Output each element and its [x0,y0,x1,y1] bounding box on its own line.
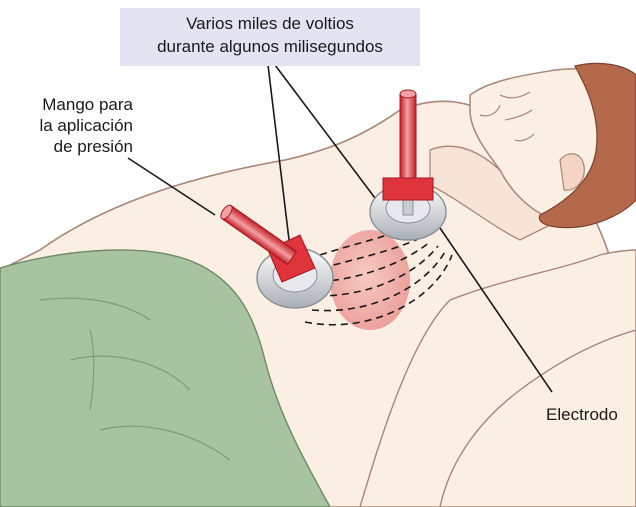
handle-label: Mango para la aplicación de presión [13,94,133,157]
voltage-label-line2: durante algunos milisegundos [120,35,420,58]
voltage-label-line1: Varios miles de voltios [120,12,420,35]
voltage-label: Varios miles de voltios durante algunos … [120,8,420,66]
heart [330,230,410,330]
handle-label-line2: la aplicación [13,115,133,136]
handle-label-line1: Mango para [13,94,133,115]
handle-label-line3: de presión [13,136,133,157]
electrode-label: Electrodo [546,404,618,425]
